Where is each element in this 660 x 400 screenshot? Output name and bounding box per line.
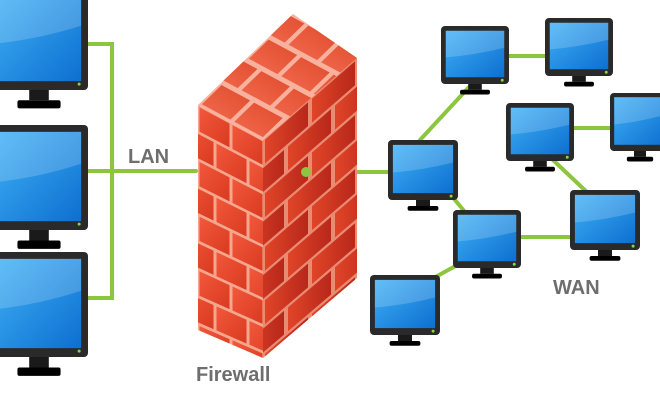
- wan-monitor-3: [610, 93, 660, 162]
- wan-monitor-2: [545, 18, 613, 87]
- wall-brick: [312, 61, 355, 123]
- wall-brick: [265, 155, 308, 218]
- wall-brick: [281, 57, 330, 92]
- lan-label: LAN: [128, 146, 170, 168]
- wall-brick: [312, 115, 355, 177]
- wall-brick: [288, 25, 337, 61]
- wall-brick: [335, 122, 357, 184]
- wall-brick: [359, 20, 402, 82]
- wall-brick: [216, 306, 247, 344]
- wall-brick: [359, 74, 402, 135]
- wall-brick: [288, 162, 331, 224]
- wall-brick: [198, 181, 214, 221]
- wall-brick: [199, 216, 230, 256]
- wall-brick: [312, 223, 355, 284]
- wall-brick: [201, 85, 251, 120]
- wall-brick: [198, 236, 214, 275]
- firewall-wall: [198, 14, 402, 400]
- wall-brick: [312, 169, 355, 231]
- wall-brick: [199, 107, 230, 148]
- wall-brick: [288, 270, 331, 332]
- wall-brick: [249, 267, 263, 306]
- wall-brick: [248, 39, 298, 75]
- wall-brick: [241, 71, 290, 106]
- wall-brick: [234, 102, 283, 138]
- wall-brick: [283, 336, 313, 372]
- wall-brick: [335, 176, 357, 238]
- wall-brick: [249, 321, 263, 358]
- wall-brick: [232, 125, 263, 165]
- wall-brick: [216, 143, 247, 184]
- wan-monitor-6: [570, 190, 640, 261]
- monitors-group: [0, 0, 660, 376]
- wan-monitor-4: [506, 103, 574, 172]
- wall-brick: [265, 102, 308, 164]
- wall-brick: [321, 43, 357, 78]
- lan-monitor-2: [0, 125, 88, 249]
- wall-brick: [335, 68, 357, 130]
- wall-brick: [198, 291, 214, 330]
- firewall-label: Firewall: [196, 364, 271, 386]
- network-link: [551, 158, 592, 197]
- wall-brick: [249, 160, 263, 201]
- wall-brick: [249, 214, 263, 253]
- wall-brick: [232, 232, 263, 271]
- wan-monitor-7: [453, 210, 521, 279]
- wall-brick: [198, 126, 214, 167]
- wan-monitor-1: [441, 26, 509, 95]
- wall-brick: [199, 162, 230, 202]
- wall-brick: [288, 109, 331, 171]
- wan-monitor-5: [388, 140, 458, 211]
- wall-brick: [199, 271, 230, 310]
- network-link: [418, 84, 472, 142]
- wall-brick: [216, 252, 247, 291]
- wan-label: WAN: [553, 277, 600, 299]
- wall-brick: [263, 149, 284, 212]
- wall-brick: [335, 230, 357, 292]
- wall-brick: [265, 263, 308, 325]
- wall-brick: [299, 369, 329, 400]
- wall-brick: [232, 178, 263, 218]
- wall-brick: [263, 257, 284, 318]
- lan-monitor-3: [0, 252, 88, 376]
- wall-brick: [288, 216, 331, 278]
- wan-monitor-8: [370, 275, 440, 346]
- firewall-port-dot: [301, 167, 311, 177]
- wall-brick: [265, 209, 308, 271]
- wall-brick: [263, 310, 284, 358]
- lan-monitor-1: [0, 0, 88, 109]
- wall-brick: [232, 286, 263, 324]
- wall-brick: [216, 197, 247, 237]
- wall-brick: [263, 203, 284, 265]
